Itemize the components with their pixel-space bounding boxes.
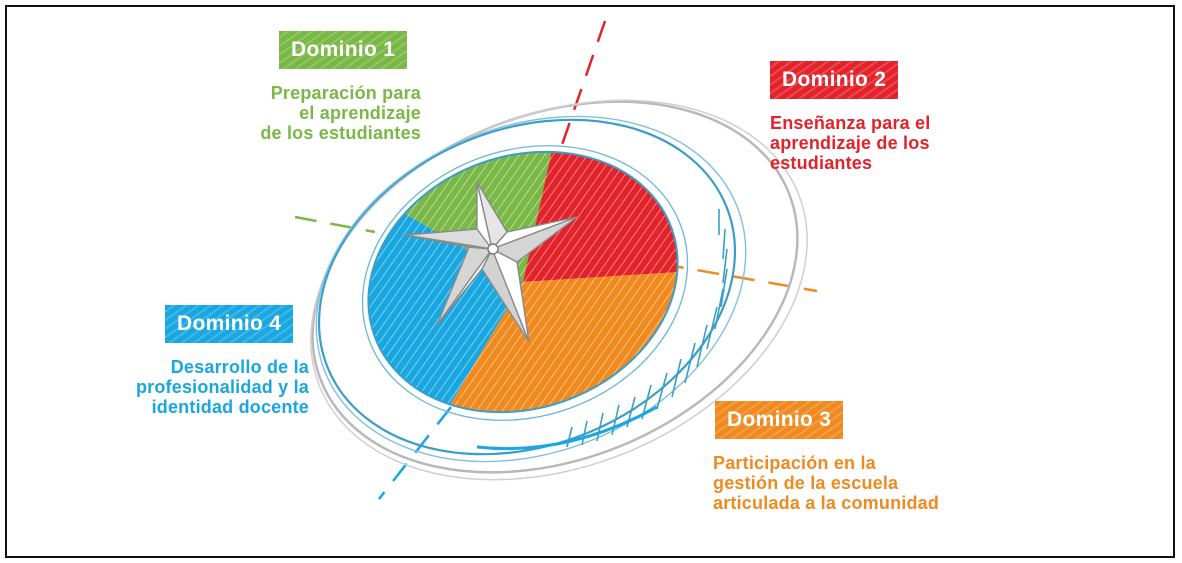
domain3-line: Participación en la	[713, 453, 876, 473]
inner-disc-outline	[367, 150, 679, 414]
domain1-line: el aprendizaje	[299, 103, 421, 123]
domain2-line: aprendizaje de los	[770, 133, 930, 153]
middle-blue-ring	[317, 118, 737, 456]
axis-line-domain3	[661, 262, 818, 293]
domain4-line: Desarrollo de la	[170, 357, 309, 377]
domain1-line: Preparación para	[270, 83, 421, 103]
domain1-description: Preparación para el aprendizaje de los e…	[167, 83, 421, 143]
domain3-badge: Dominio 3	[715, 401, 844, 439]
domain3-line: articulada a la comunidad	[713, 493, 940, 513]
domain4-line: identidad docente	[151, 397, 309, 417]
domain3-line: gestión de la escuela	[713, 473, 899, 493]
domain2-line: Enseñanza para el	[770, 113, 931, 133]
middle-blue-ring-2	[315, 115, 747, 463]
compass-star-icon	[404, 181, 578, 343]
inner-disc-outline-2	[361, 145, 689, 421]
axis-line-domain2	[553, 20, 607, 166]
domain1-line: de los estudiantes	[260, 123, 421, 143]
outer-gray-ring-2	[310, 99, 808, 481]
lower-blue-arc	[476, 405, 658, 451]
domain2-badge: Dominio 2	[770, 61, 899, 99]
domain4-badge: Dominio 4	[165, 305, 294, 343]
domain2-description: Enseñanza para el aprendizaje de los est…	[770, 113, 1030, 173]
compass-diagram	[294, 20, 818, 500]
domain2-line: estudiantes	[770, 153, 873, 173]
domain1-badge: Dominio 1	[279, 31, 408, 69]
domain3-description: Participación en la gestión de la escuel…	[713, 453, 1043, 513]
diagram-frame: Dominio 1 Preparación para el aprendizaj…	[5, 5, 1175, 558]
axis-line-domain1	[294, 215, 376, 234]
domain4-description: Desarrollo de la profesionalidad y la id…	[67, 357, 309, 417]
axis-line-domain4	[378, 406, 452, 500]
domain4-line: profesionalidad y la	[135, 377, 309, 397]
